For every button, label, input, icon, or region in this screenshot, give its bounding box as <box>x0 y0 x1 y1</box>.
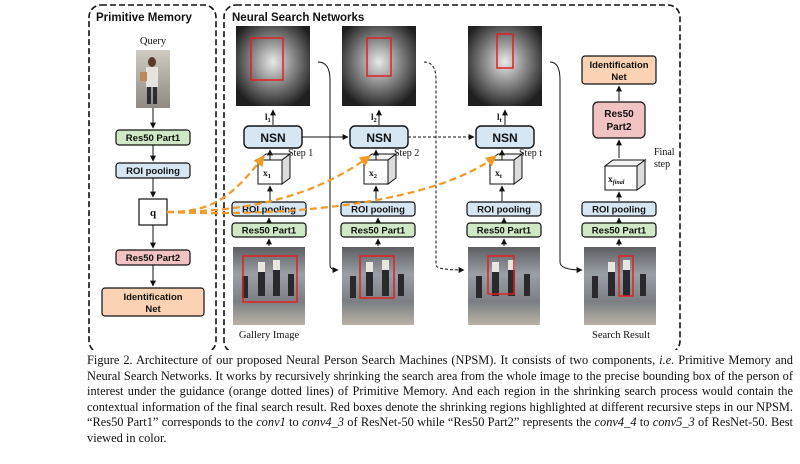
step-1-attention-image <box>236 26 310 106</box>
neural-search-panel <box>223 4 681 350</box>
roi-pooling-step-1: ROI pooling <box>231 201 307 217</box>
search-result-label: Search Result <box>592 330 650 341</box>
svg-text:Identification: Identification <box>123 292 182 303</box>
query-image <box>136 50 170 108</box>
search-result-image <box>584 247 656 325</box>
x-cube-step-1: x1 <box>256 153 292 185</box>
final-identification-net: Identification Net <box>581 55 657 85</box>
memory-res50-part2: Res50 Part2 <box>115 249 191 266</box>
svg-text:NSN: NSN <box>366 131 391 145</box>
svg-text:Res50: Res50 <box>604 109 634 120</box>
gallery-image-step-t <box>468 247 540 325</box>
memory-identification-net: Identification Net <box>101 287 205 317</box>
res50-part1-step-1: Res50 Part1 <box>231 222 307 238</box>
res50-part1-step-2: Res50 Part1 <box>340 222 416 238</box>
svg-text:Net: Net <box>611 72 627 83</box>
x-cube-final: xfinal <box>603 159 647 191</box>
svg-text:Part2: Part2 <box>606 122 631 133</box>
guidance-line-step-2 <box>166 155 371 214</box>
figure-caption: Figure 2. Architecture of our proposed N… <box>87 353 793 445</box>
svg-text:ROI pooling: ROI pooling <box>242 205 296 216</box>
svg-text:q: q <box>150 207 157 219</box>
roi-pooling-step-t: ROI pooling <box>466 201 542 217</box>
svg-text:Res50 Part1: Res50 Part1 <box>126 133 181 144</box>
step-2-attention-image <box>342 26 416 106</box>
gallery-image-step-2 <box>342 247 414 325</box>
nsn-box-step-1: NSN <box>243 125 303 149</box>
svg-text:l2: l2 <box>371 112 377 124</box>
step-t-label: Step t <box>519 148 542 159</box>
query-label: Query <box>140 36 167 47</box>
svg-text:Net: Net <box>145 304 161 315</box>
nsn-box-step-t: NSN <box>475 125 535 149</box>
step-1-label: Step 1 <box>288 148 313 159</box>
svg-text:xt: xt <box>495 169 503 180</box>
primitive-memory-title: Primitive Memory <box>96 12 192 24</box>
x-cube-step-t: xt <box>488 153 524 185</box>
svg-text:l1: l1 <box>265 112 271 124</box>
svg-text:lt: lt <box>497 112 503 124</box>
memory-res50-part1: Res50 Part1 <box>115 129 191 146</box>
memory-roi-pooling: ROI pooling <box>115 162 191 179</box>
svg-text:ROI pooling: ROI pooling <box>351 205 405 216</box>
svg-text:xfinal: xfinal <box>608 175 625 186</box>
svg-text:x1: x1 <box>263 169 271 180</box>
step-2-label: Step 2 <box>394 148 419 159</box>
res50-part1-step-t: Res50 Part1 <box>466 222 542 238</box>
svg-text:Res50 Part1: Res50 Part1 <box>592 226 647 237</box>
svg-text:ROI pooling: ROI pooling <box>592 205 646 216</box>
svg-text:Identification: Identification <box>589 60 648 71</box>
svg-text:ROI pooling: ROI pooling <box>126 166 180 177</box>
gallery-image-step-1 <box>233 247 305 325</box>
x-cube-step-2: x2 <box>362 153 398 185</box>
svg-text:NSN: NSN <box>260 131 285 145</box>
q-vector-box: q <box>138 198 168 226</box>
final-res50-part2: Res50 Part2 <box>592 101 646 139</box>
svg-text:ROI pooling: ROI pooling <box>477 205 531 216</box>
svg-text:Res50 Part1: Res50 Part1 <box>242 226 297 237</box>
final-roi-pooling: ROI pooling <box>581 201 657 217</box>
guidance-line-step-t <box>166 155 497 215</box>
svg-text:x2: x2 <box>369 169 377 180</box>
architecture-figure: Primitive Memory Neural Search Networks … <box>88 4 681 350</box>
primitive-memory-panel <box>88 4 217 350</box>
nsn-box-step-2: NSN <box>349 125 409 149</box>
svg-text:Res50 Part1: Res50 Part1 <box>351 226 406 237</box>
final-res50-part1: Res50 Part1 <box>581 222 657 238</box>
roi-pooling-step-2: ROI pooling <box>340 201 416 217</box>
svg-text:NSN: NSN <box>492 131 517 145</box>
gallery-image-label: Gallery Image <box>239 330 300 341</box>
svg-text:Res50 Part1: Res50 Part1 <box>477 226 532 237</box>
step-t-attention-image <box>468 26 542 106</box>
neural-search-title: Neural Search Networks <box>232 12 364 24</box>
svg-text:Res50 Part2: Res50 Part2 <box>126 253 180 264</box>
